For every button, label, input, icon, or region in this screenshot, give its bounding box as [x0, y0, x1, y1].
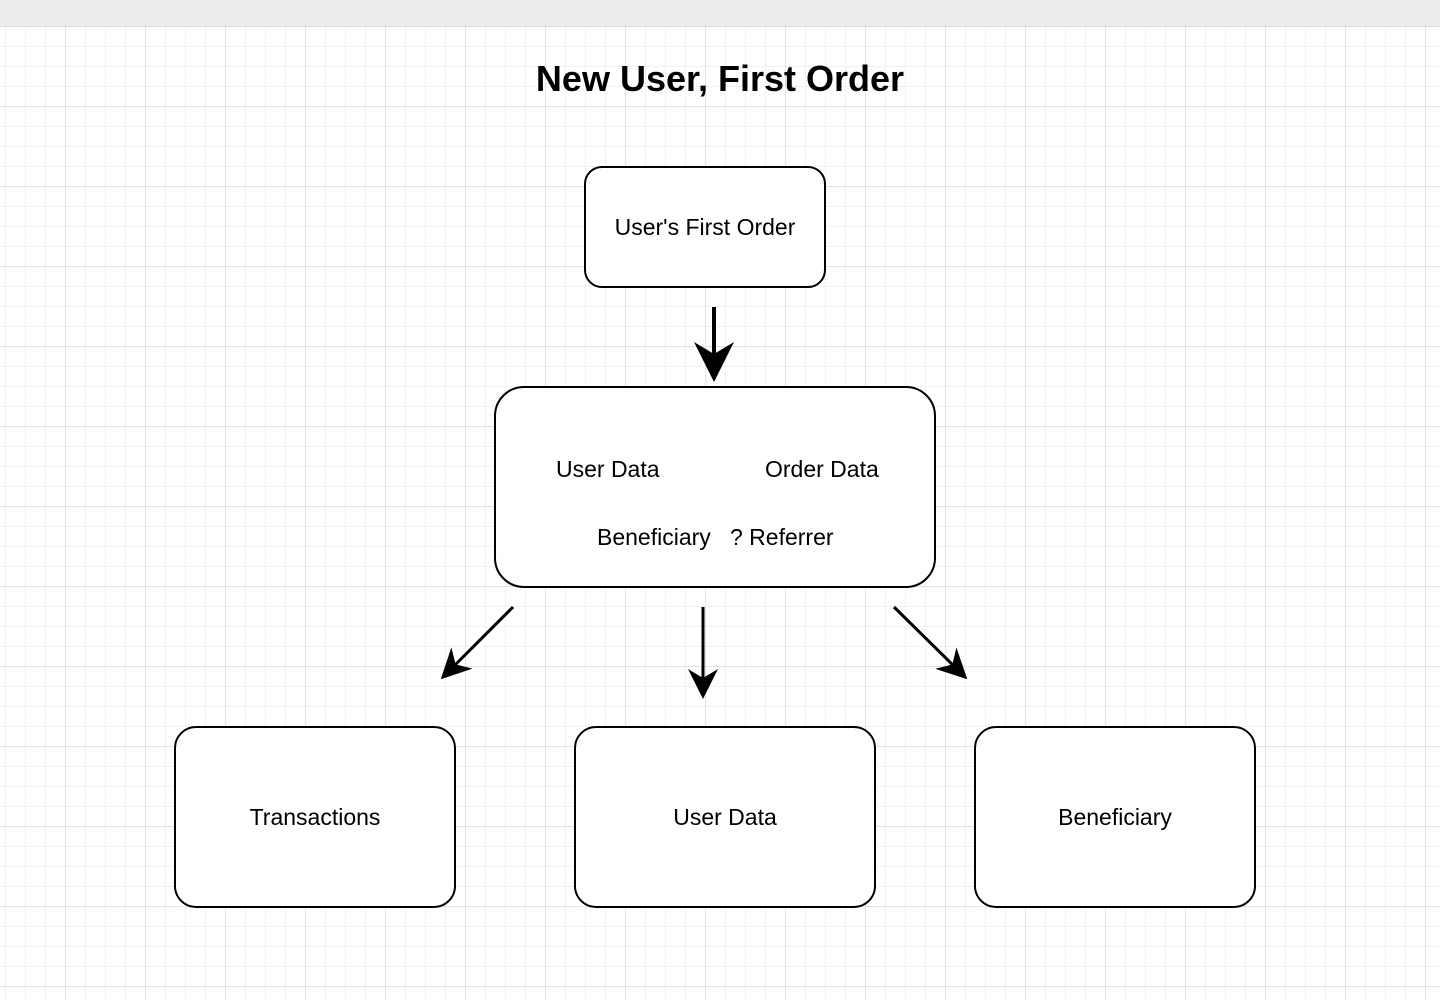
node-data-group[interactable]: User Data Order Data Beneficiary ? Refer…	[494, 386, 936, 588]
data-group-referrer-label: ? Referrer	[730, 524, 834, 550]
arrow-data-group-to-transactions[interactable]	[440, 605, 515, 680]
node-label: Transactions	[249, 803, 381, 830]
top-toolbar-strip	[0, 0, 1440, 27]
data-group-order-data-label: Order Data	[765, 456, 879, 482]
node-user-data[interactable]: User Data	[574, 726, 876, 908]
node-beneficiary[interactable]: Beneficiary	[974, 726, 1256, 908]
arrow-data-group-to-beneficiary[interactable]	[892, 605, 968, 680]
diagram-title: New User, First Order	[535, 58, 905, 99]
data-group-user-data-label: User Data	[556, 456, 660, 482]
node-label: Beneficiary	[1058, 803, 1172, 830]
node-transactions[interactable]: Transactions	[174, 726, 456, 908]
node-label: User Data	[673, 803, 777, 830]
node-label: User's First Order	[614, 213, 796, 240]
node-users-first-order[interactable]: User's First Order	[584, 166, 826, 288]
data-group-beneficiary-label: Beneficiary	[597, 524, 711, 550]
